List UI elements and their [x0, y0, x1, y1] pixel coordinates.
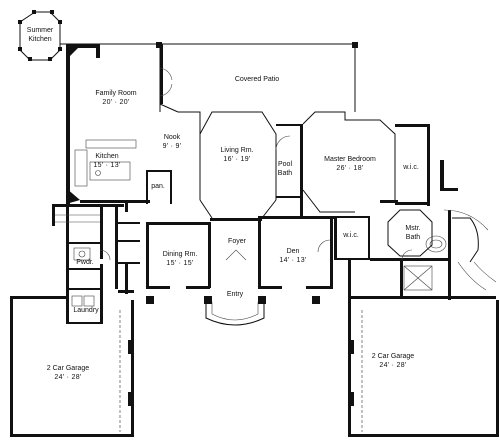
room-name-line2: Bath [405, 234, 421, 241]
room-dimensions: 26' · 18' [336, 165, 364, 172]
left-hall-fixtures [55, 214, 100, 307]
room-nook: Nook 9' · 9' [163, 133, 182, 151]
room-name: 2 Car Garage [46, 365, 90, 372]
room-name: Living Rm. [220, 147, 254, 154]
room-dimensions: 24' · 28' [54, 374, 82, 381]
room-den: Den 14' · 13' [279, 247, 306, 265]
room-dimensions: 14' · 13' [279, 257, 307, 264]
door-swings [99, 67, 413, 261]
room-laundry: Laundry [73, 306, 98, 315]
room-name: Pool [277, 161, 292, 168]
room-name: pan. [151, 183, 165, 190]
room-pool-bath: Pool Bath [278, 160, 292, 178]
room-foyer: Foyer [228, 237, 246, 246]
room-name: Entry [226, 291, 244, 298]
room-master-bath: Mstr. Bath [405, 224, 420, 242]
room-name: Dining Rm. [162, 251, 198, 258]
room-dimensions: 15' · 13' [93, 162, 121, 169]
left-garage-structure [10, 290, 134, 437]
room-master-bedroom: Master Bedroom 26' · 18' [324, 155, 376, 173]
room-name: Laundry [73, 307, 99, 314]
room-name: Family Room [95, 90, 137, 97]
room-name-line2: Kitchen [28, 36, 52, 43]
kitchen-fixtures [74, 139, 137, 187]
room-covered-patio: Covered Patio [235, 75, 279, 84]
room-wic-right: w.i.c. [403, 163, 419, 172]
room-name: 2 Car Garage [371, 353, 415, 360]
room-family-room: Family Room 20' · 20' [95, 89, 136, 107]
room-name: w.i.c. [343, 232, 359, 239]
room-dimensions: 9' · 9' [162, 143, 182, 150]
room-name: Kitchen [95, 153, 119, 160]
room-name-line2: Bath [277, 170, 293, 177]
room-garage-right: 2 Car Garage 24' · 28' [372, 352, 414, 370]
room-dining-room: Dining Rm. 15' · 15' [163, 250, 198, 268]
room-summer-kitchen: Summer Kitchen [27, 26, 53, 44]
room-dimensions: 20' · 20' [102, 99, 130, 106]
right-garage-structure [348, 260, 499, 437]
room-powder: Pwdr. [76, 258, 94, 267]
exterior-walls [52, 44, 458, 326]
room-wic-center: w.i.c. [343, 231, 359, 240]
room-name: w.i.c. [403, 164, 419, 171]
room-name: Nook [163, 134, 181, 141]
room-name: Pwdr. [76, 259, 94, 266]
room-name: Foyer [228, 238, 246, 245]
room-entry: Entry [227, 290, 243, 299]
room-name: Master Bedroom [324, 156, 376, 163]
room-dimensions: 16' · 19' [223, 156, 251, 163]
room-name: Covered Patio [234, 76, 280, 83]
room-name: Mstr. [405, 225, 421, 232]
right-wing-exterior [403, 209, 497, 291]
room-kitchen: Kitchen 15' · 13' [93, 152, 120, 170]
room-garage-left: 2 Car Garage 24' · 28' [47, 364, 89, 382]
room-dimensions: 15' · 15' [166, 260, 194, 267]
room-name: Den [286, 248, 300, 255]
room-pantry: pan. [151, 182, 165, 191]
room-dimensions: 24' · 28' [379, 362, 407, 369]
summer-kitchen-structure [18, 10, 62, 61]
room-name: Summer [26, 27, 54, 34]
room-living-room: Living Rm. 16' · 19' [220, 146, 253, 164]
